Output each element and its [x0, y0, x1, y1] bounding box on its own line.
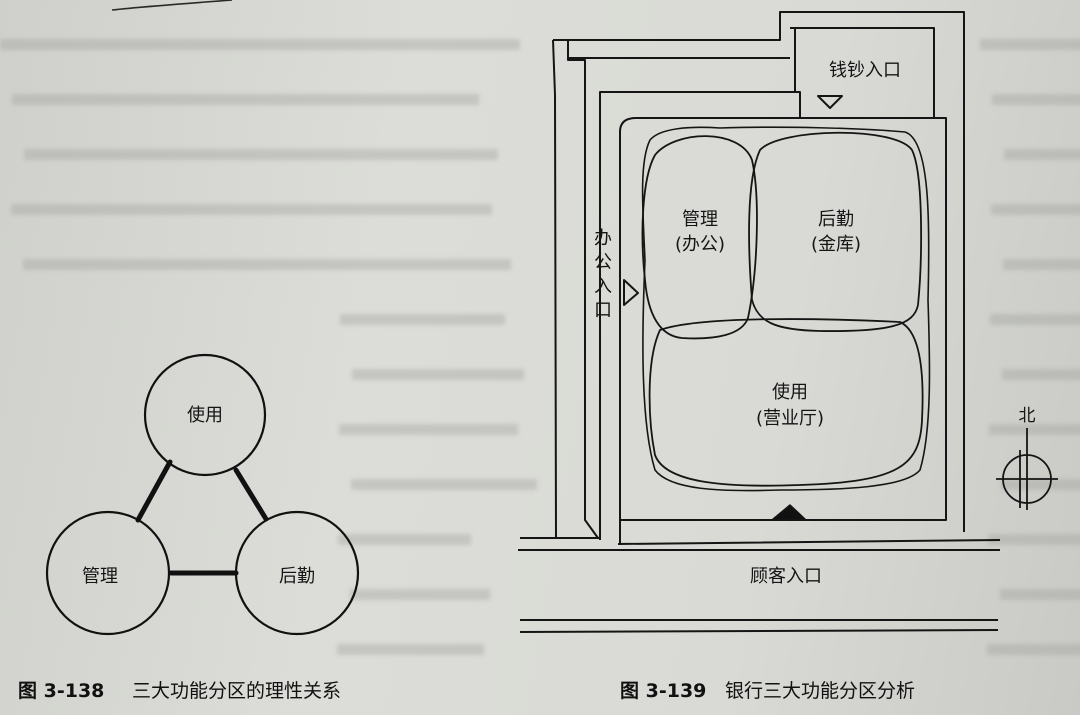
- bleed-through-line: [350, 589, 490, 600]
- bleed-through-line: [1000, 589, 1080, 600]
- node-logistics-label: 后勤: [279, 566, 315, 587]
- office-entrance-arrow: [623, 279, 639, 306]
- bleed-through-line: [23, 259, 511, 270]
- figure-3-138: 使用 管理 后勤 图 3-138 三大功能分区的理性关系: [18, 353, 360, 702]
- zone-outer-scribble: [641, 126, 931, 492]
- bleed-through-line: [11, 204, 492, 215]
- zone-logistics-bubble: [748, 131, 922, 332]
- office-entrance-char-1: 办: [594, 228, 612, 249]
- bleed-through-line: [991, 204, 1080, 215]
- office-entrance-char-3: 入: [594, 276, 612, 297]
- bleed-through-line: [351, 479, 537, 490]
- zone-use-sublabel: (营业厅): [756, 408, 824, 429]
- customer-entrance-label: 顾客入口: [750, 566, 822, 587]
- caption-number-138: 图 3-138: [18, 680, 104, 702]
- bleed-through-line: [990, 314, 1080, 325]
- cash-entrance-arrow: [817, 95, 843, 109]
- zone-mgmt-bubble: [641, 135, 758, 340]
- connector-lines: [135, 459, 269, 576]
- bleed-through-line: [980, 39, 1080, 50]
- bleed-through-line: [987, 644, 1080, 655]
- bleed-through-line: [337, 644, 484, 655]
- caption-title-138: 三大功能分区的理性关系: [132, 680, 341, 702]
- bleed-through-line: [12, 94, 479, 105]
- cash-court-outline: [599, 27, 935, 540]
- street-line-4: [519, 629, 999, 633]
- bleed-through-line: [988, 534, 1080, 545]
- node-use-circle: [143, 353, 267, 477]
- north-compass-icon: [996, 428, 1058, 510]
- node-use-label: 使用: [187, 405, 223, 426]
- bleed-through-line: [1001, 479, 1080, 490]
- zone-mgmt-sublabel: (办公): [675, 234, 725, 255]
- bleed-through-line: [352, 369, 524, 380]
- site-wall-left: [553, 39, 599, 539]
- bleed-through-line: [992, 94, 1080, 105]
- caption-number-139: 图 3-139: [620, 680, 706, 702]
- bleed-through-line: [989, 424, 1080, 435]
- zone-use-bubble: [648, 318, 924, 487]
- cash-entrance-label: 钱钞入口: [829, 60, 901, 81]
- bleed-through-line: [338, 534, 471, 545]
- bleed-through-line: [339, 424, 518, 435]
- bleed-through-line: [24, 149, 498, 160]
- office-entrance-char-4: 口: [594, 300, 612, 321]
- node-mgmt-label: 管理: [82, 566, 118, 587]
- customer-entrance-arrow: [771, 504, 807, 521]
- edge-use-logistics: [233, 467, 269, 522]
- node-mgmt-circle: [45, 510, 171, 636]
- outer-street-line: [530, 39, 557, 539]
- zone-logistics-label: 后勤: [818, 209, 854, 230]
- building-outline: [619, 117, 947, 544]
- street-line-1: [520, 537, 1001, 545]
- bleed-through-text: [0, 39, 1080, 655]
- caption-title-139: 银行三大功能分区分析: [725, 680, 915, 702]
- bleed-through-line: [1003, 259, 1080, 270]
- office-entrance-char-2: 公: [594, 252, 612, 273]
- site-wall-top: [553, 11, 965, 532]
- pencil-stroke: [111, 0, 233, 11]
- bleed-through-line: [1004, 149, 1080, 160]
- bleed-through-line: [1002, 369, 1080, 380]
- zone-use-label: 使用: [772, 382, 808, 403]
- north-label: 北: [1019, 406, 1036, 426]
- bleed-through-line: [0, 39, 520, 50]
- bleed-through-line: [340, 314, 505, 325]
- zone-mgmt-label: 管理: [682, 209, 718, 230]
- node-logistics-circle: [234, 510, 360, 636]
- figure-3-139: [518, 11, 1058, 633]
- zone-logistics-sublabel: (金库): [811, 234, 861, 255]
- figure-3-139-labels: 钱钞入口 管理 (办公) 后勤 (金库) 使用 (营业厅) 办 公 入 口 顾客…: [594, 60, 1036, 702]
- edge-use-mgmt: [135, 459, 173, 523]
